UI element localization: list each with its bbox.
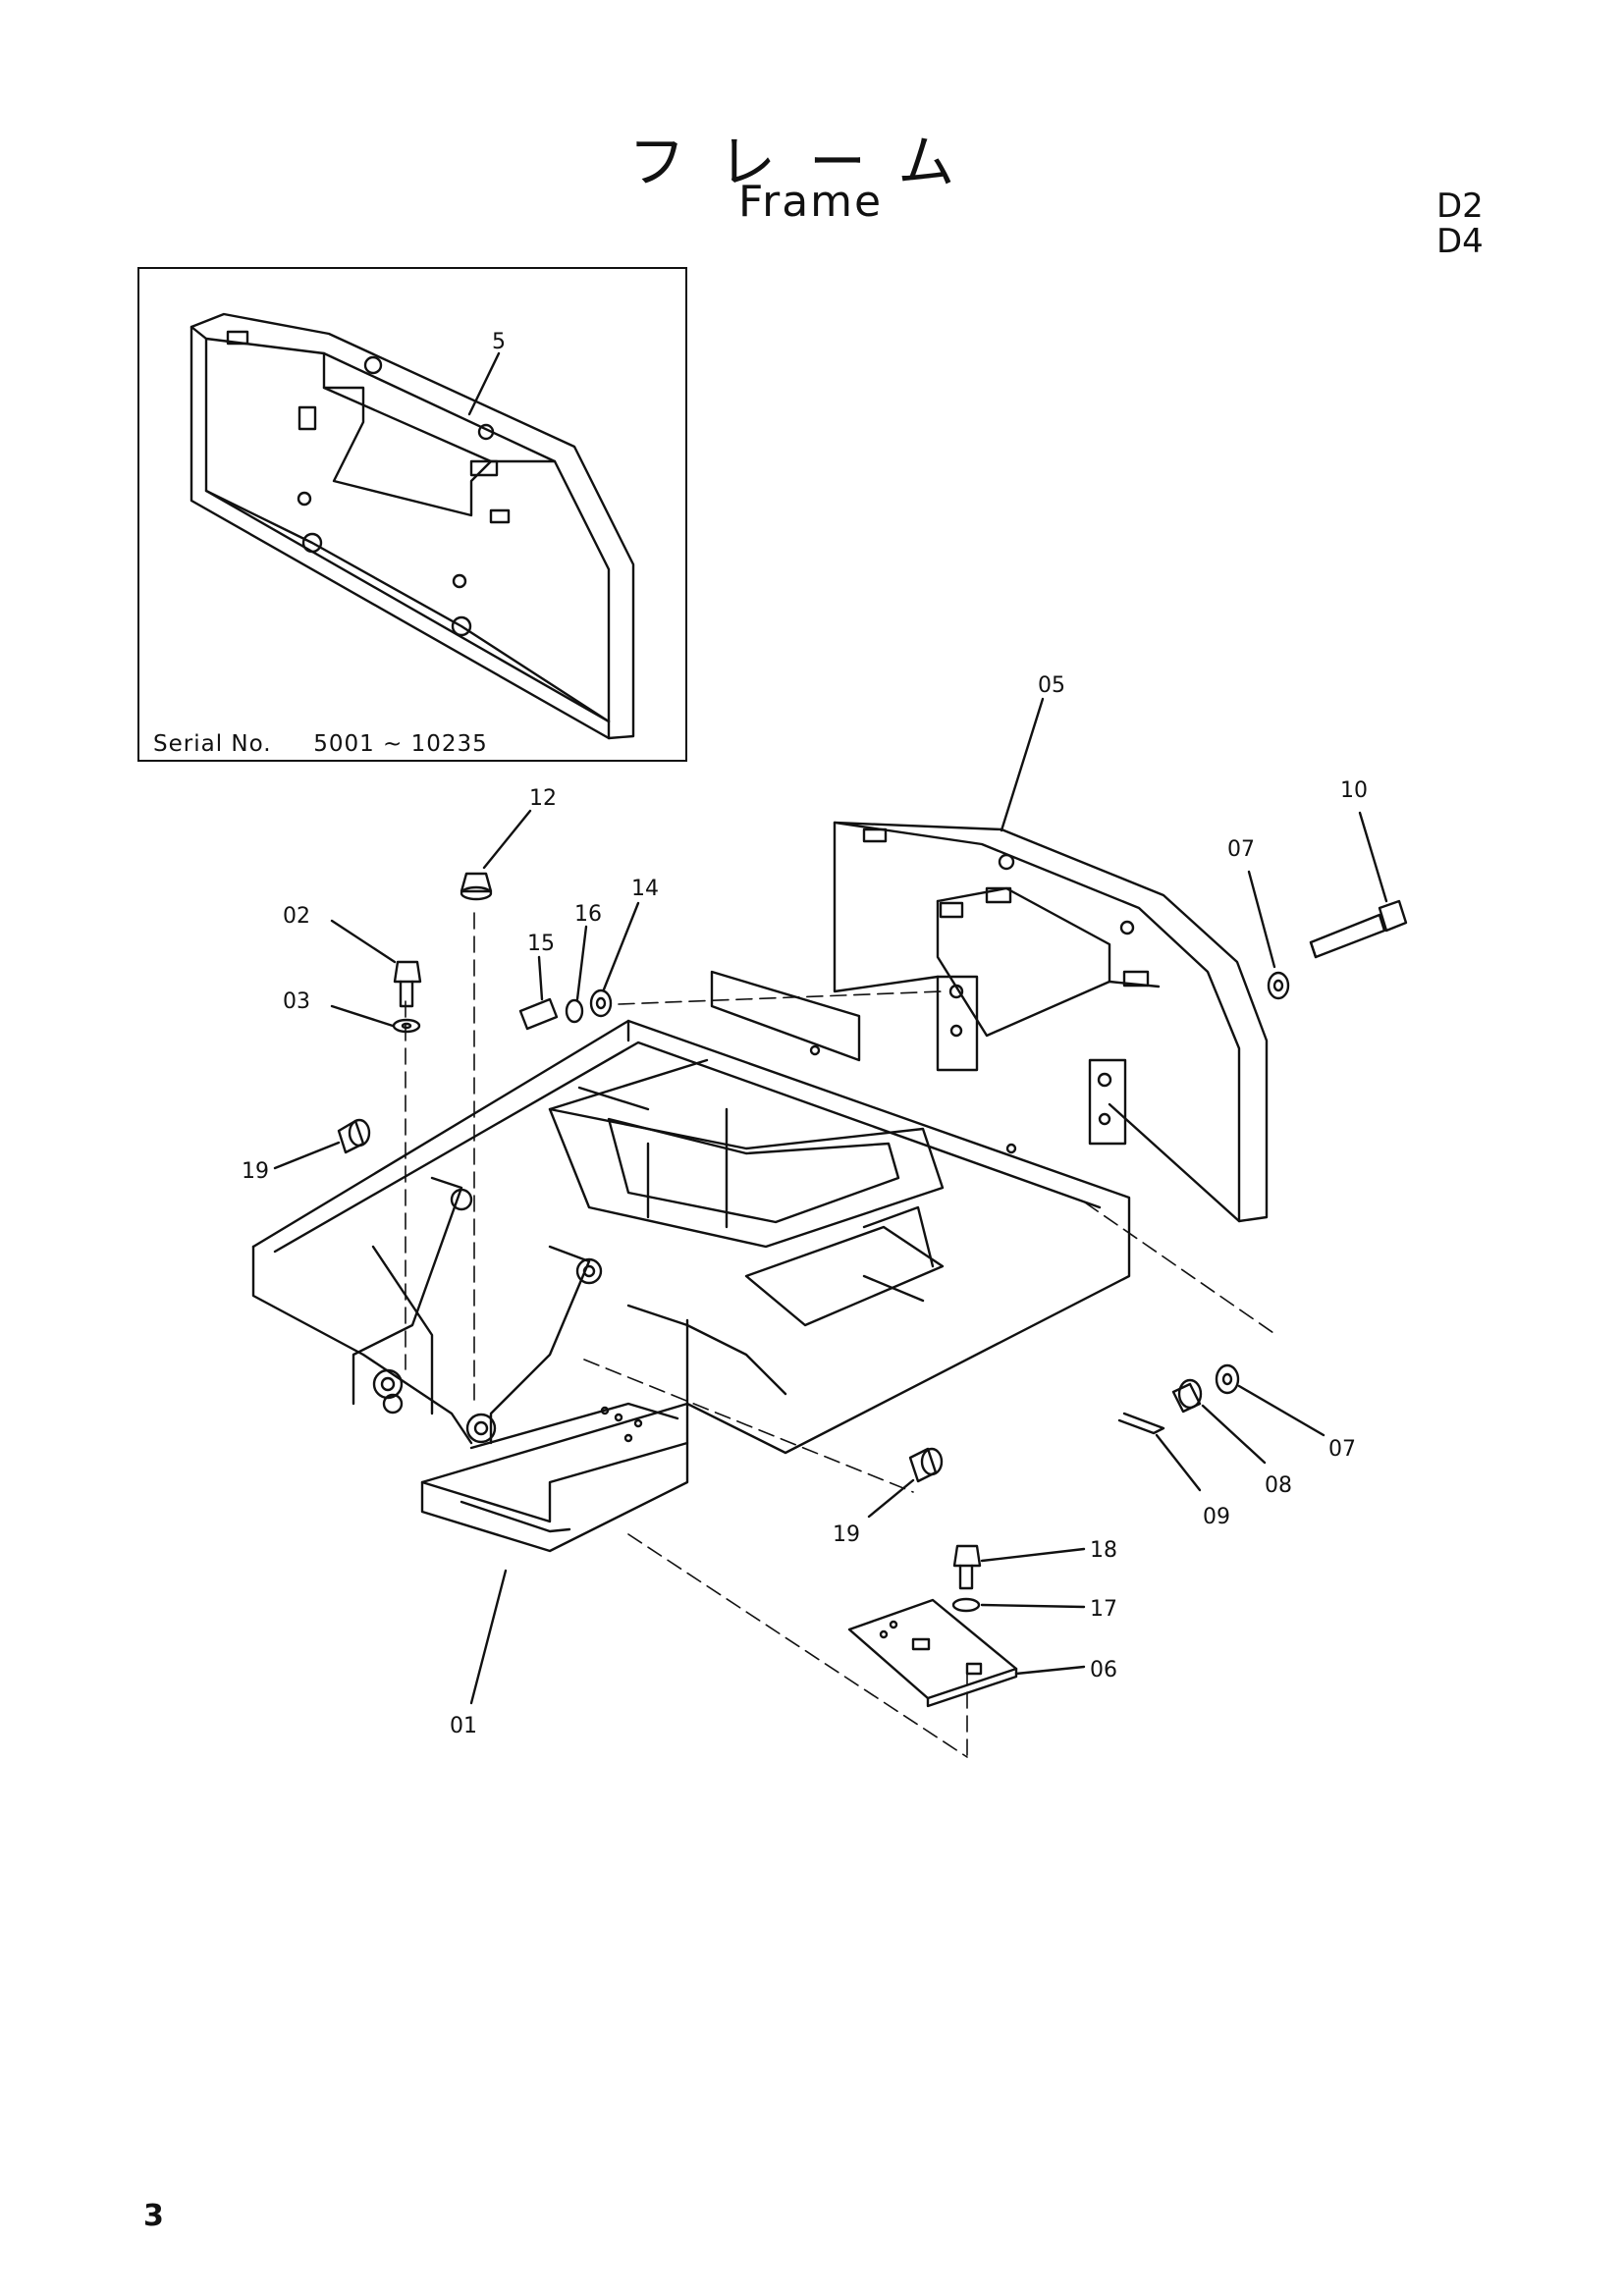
callout-14: 14	[631, 877, 659, 901]
callout-19-right: 19	[833, 1522, 860, 1547]
serial-label: Serial No.	[153, 731, 272, 757]
model-code-d4: D4	[1436, 222, 1484, 261]
callout-06: 06	[1090, 1658, 1117, 1682]
title-japanese: フレーム	[628, 129, 989, 195]
leader-06	[1014, 1665, 1086, 1676]
callout-17: 17	[1090, 1597, 1117, 1622]
leader-03	[330, 1004, 395, 1028]
bushing-19-left	[337, 1118, 371, 1154]
leader-inset-5	[467, 351, 501, 416]
callout-03: 03	[283, 989, 310, 1014]
leader-07-top	[1247, 870, 1276, 969]
inset-box	[137, 267, 687, 762]
inset-counterweight-drawing	[189, 312, 635, 740]
bolt-10-drawing	[1267, 899, 1408, 1000]
title-english: Frame	[738, 177, 884, 227]
callout-10: 10	[1340, 778, 1368, 803]
callout-05: 05	[1038, 673, 1065, 698]
leader-02	[330, 919, 397, 964]
grease-nipple-12	[460, 872, 493, 901]
leader-14	[602, 901, 640, 991]
leader-15	[537, 955, 544, 1001]
callout-18: 18	[1090, 1538, 1117, 1563]
callout-inset-5: 5	[492, 330, 506, 354]
leader-09	[1155, 1433, 1202, 1492]
serial-number-note: Serial No. 5001 ~ 10235	[153, 731, 488, 757]
bushing-19-right	[908, 1447, 944, 1483]
serial-range: 5001 ~ 10235	[313, 731, 488, 757]
callout-15: 15	[527, 932, 555, 956]
leader-17	[980, 1603, 1086, 1609]
callout-07-bottom: 07	[1328, 1437, 1356, 1462]
leader-19-right	[867, 1478, 915, 1519]
callout-19-left: 19	[242, 1159, 269, 1184]
callout-16: 16	[574, 902, 602, 927]
callout-12: 12	[529, 786, 557, 811]
callout-09: 09	[1203, 1505, 1230, 1529]
counterweight-drawing	[833, 821, 1269, 1223]
leader-05	[1000, 697, 1045, 832]
leader-01	[469, 1569, 508, 1705]
bolt-18-washer-17-plate-06	[847, 1544, 1018, 1708]
bolt-15-washers-16-14	[518, 988, 613, 1031]
callout-01: 01	[450, 1714, 477, 1738]
leader-10	[1358, 811, 1388, 903]
bolt-02-washer-03	[392, 960, 422, 1034]
assembly-guide-lines	[405, 912, 1277, 1758]
page-number: 3	[143, 2199, 164, 2233]
leader-18	[980, 1547, 1086, 1563]
leader-16	[575, 925, 588, 1001]
callout-08: 08	[1265, 1473, 1292, 1498]
leader-07-bottom	[1237, 1384, 1325, 1437]
main-frame-drawing	[251, 970, 1131, 1553]
leader-08	[1201, 1404, 1267, 1465]
callout-02: 02	[283, 904, 310, 929]
leader-12	[482, 809, 532, 870]
model-code-d2: D2	[1436, 187, 1484, 226]
pin-08-washer-07-split-pin-09	[1117, 1363, 1240, 1435]
leader-19-left	[273, 1141, 341, 1170]
callout-07-top: 07	[1227, 837, 1255, 862]
